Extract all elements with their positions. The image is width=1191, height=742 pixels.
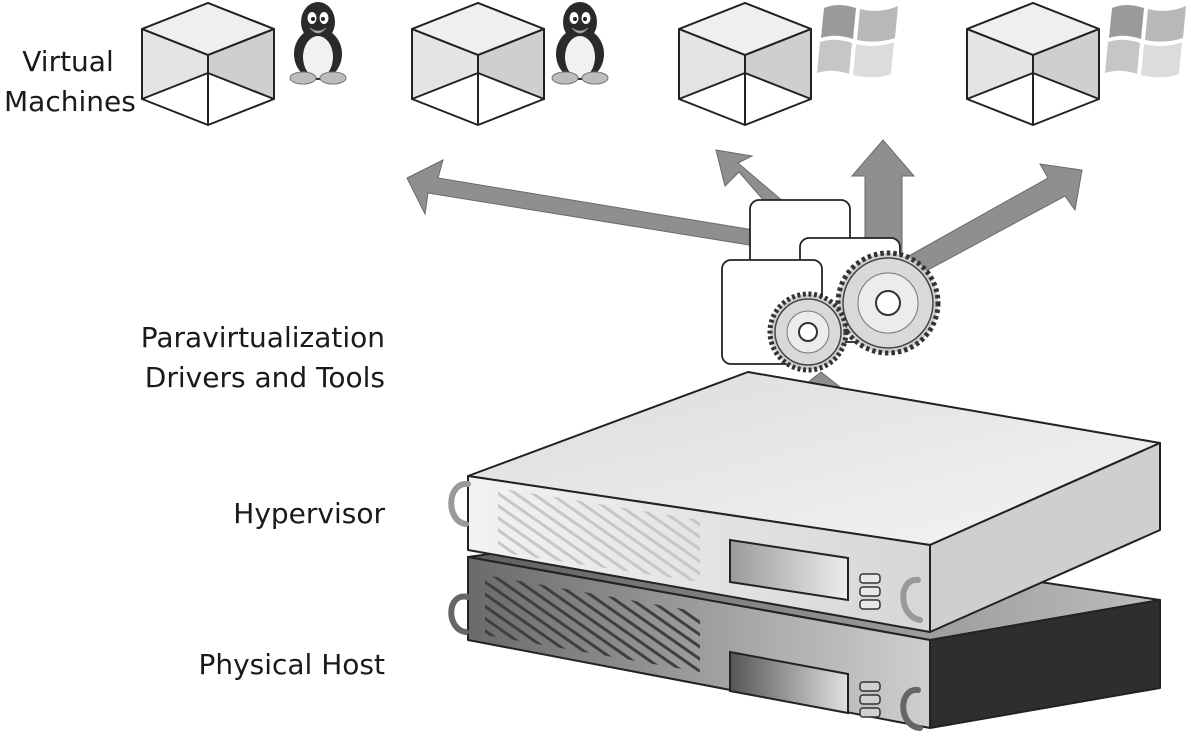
virtual-machines-label: Virtual Machines bbox=[4, 42, 136, 122]
hypervisor-handle-right bbox=[900, 577, 923, 623]
windows-logo-icon bbox=[1105, 5, 1186, 78]
linux-tux-icon bbox=[551, 1, 609, 85]
host-handle-left bbox=[448, 593, 471, 635]
gear-large-icon bbox=[838, 253, 938, 353]
hypervisor-label: Hypervisor bbox=[233, 497, 385, 530]
host-buttons bbox=[859, 681, 881, 718]
gear-small-icon bbox=[770, 294, 846, 370]
virtual-machine-3 bbox=[678, 2, 812, 126]
host-handle-right bbox=[900, 687, 923, 731]
hypervisor-handle-left bbox=[448, 481, 471, 527]
windows-logo-icon bbox=[817, 5, 898, 78]
paravirtualization-label-line1: Paravirtualization bbox=[140, 321, 385, 354]
virtual-machines-label-line1: Virtual bbox=[22, 45, 114, 78]
linux-tux-icon bbox=[289, 1, 347, 85]
virtual-machine-1 bbox=[141, 2, 275, 126]
virtual-machine-4 bbox=[966, 2, 1100, 126]
virtual-machine-2 bbox=[411, 2, 545, 126]
virtual-machines-label-line2: Machines bbox=[4, 85, 136, 118]
physical-host-label: Physical Host bbox=[198, 648, 385, 681]
paravirtualization-label-line2: Drivers and Tools bbox=[144, 361, 385, 394]
arrow-to-vm-1 bbox=[406, 159, 785, 251]
arrows-to-vms bbox=[406, 139, 1083, 278]
arrow-to-vm-4 bbox=[904, 163, 1083, 278]
hypervisor-server bbox=[448, 371, 1161, 633]
hypervisor-buttons bbox=[859, 573, 881, 610]
arrow-to-vm-3 bbox=[850, 139, 916, 256]
paravirtualization-label: Paravirtualization Drivers and Tools bbox=[100, 318, 385, 398]
